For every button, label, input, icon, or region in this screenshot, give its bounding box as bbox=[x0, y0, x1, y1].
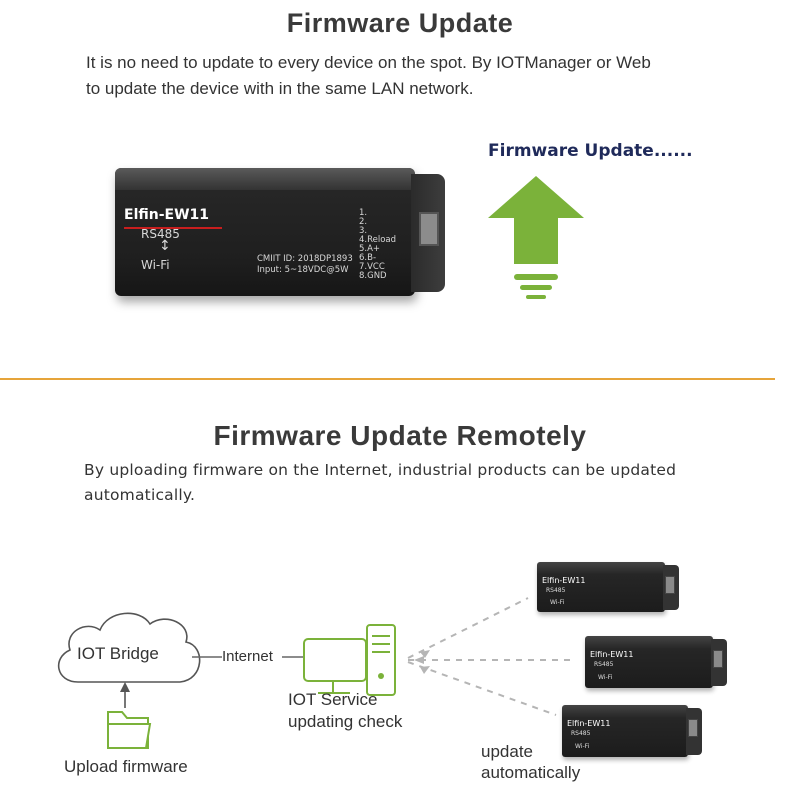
rj45-port-icon bbox=[419, 212, 439, 246]
small-device-model: Elfin-EW11 bbox=[567, 719, 611, 728]
update-diagram bbox=[57, 597, 576, 749]
device-model-label: Elfin-EW11 bbox=[124, 207, 210, 223]
automatically-label: automatically bbox=[481, 763, 581, 782]
upload-arrow-icon bbox=[488, 176, 584, 264]
cloud-icon bbox=[57, 612, 201, 683]
updating-check-label: updating check bbox=[288, 712, 403, 731]
update-label: update bbox=[481, 742, 533, 761]
small-device-port-icon bbox=[688, 719, 698, 737]
firmware-update-caption: Firmware Update...... bbox=[488, 141, 693, 161]
elfin-device-large: Elfin-EW11 RS485 ↕ Wi-Fi CMIIT ID: 2018D… bbox=[115, 168, 445, 296]
small-device-2: Elfin-EW11 RS485 Wi-Fi bbox=[585, 636, 727, 688]
device-input-rating: Input: 5~18VDC@5W bbox=[257, 265, 349, 275]
small-device-iface: RS485 bbox=[594, 661, 614, 668]
small-device-wifi: Wi-Fi bbox=[575, 743, 590, 750]
server-icon bbox=[303, 624, 396, 696]
small-device-wifi: Wi-Fi bbox=[550, 599, 565, 606]
small-device-1: Elfin-EW11 RS485 Wi-Fi bbox=[537, 562, 679, 612]
intro-line-2: to update the device with in the same LA… bbox=[86, 79, 474, 98]
small-device-iface: RS485 bbox=[571, 730, 591, 737]
iot-bridge-label: IOT Bridge bbox=[77, 644, 159, 663]
device-iface-bottom: Wi-Fi bbox=[141, 258, 170, 272]
arrow-stripe-3 bbox=[526, 295, 546, 299]
small-device-iface: RS485 bbox=[546, 587, 566, 594]
iot-service-label: IOT Service bbox=[288, 690, 378, 709]
device-pin-label: 7.VCC bbox=[359, 262, 385, 272]
device-pin-label: 5.A+ bbox=[359, 244, 381, 254]
device-iface-top: RS485 bbox=[141, 227, 180, 241]
device-pin-label: 8.GND bbox=[359, 271, 387, 281]
device-pin-label: 3. bbox=[359, 226, 368, 236]
section2-line-1: By uploading firmware on the Internet, i… bbox=[84, 461, 677, 479]
device-top-face bbox=[115, 168, 415, 190]
upload-firmware-label: Upload firmware bbox=[64, 757, 188, 776]
arrow-stripe-1 bbox=[514, 274, 558, 280]
device-pin-label: 1. bbox=[359, 208, 368, 218]
small-device-3: Elfin-EW11 RS485 Wi-Fi bbox=[562, 705, 702, 757]
small-device-port-icon bbox=[665, 576, 675, 594]
device-pin-label: 4.Reload bbox=[359, 235, 397, 245]
small-device-wifi: Wi-Fi bbox=[598, 674, 613, 681]
intro-line-1: It is no need to update to every device … bbox=[86, 53, 651, 72]
section-divider bbox=[0, 378, 775, 380]
page-title: Firmware Update bbox=[286, 8, 514, 38]
device-pin-label: 6.B- bbox=[359, 253, 377, 263]
device-updown-arrow-icon: ↕ bbox=[159, 238, 171, 254]
section2-title: Firmware Update Remotely bbox=[213, 420, 587, 451]
device-pin-label: 2. bbox=[359, 217, 368, 227]
internet-label: Internet bbox=[222, 648, 273, 665]
small-device-model: Elfin-EW11 bbox=[590, 650, 634, 659]
device-red-underline bbox=[124, 227, 222, 229]
small-device-model: Elfin-EW11 bbox=[542, 576, 586, 585]
arrow-stripe-2 bbox=[520, 285, 552, 290]
small-device-port-icon bbox=[713, 650, 723, 668]
section2-line-2: automatically. bbox=[84, 486, 196, 504]
device-cmiit-id: CMIIT ID: 2018DP1893 bbox=[257, 254, 353, 264]
folder-icon bbox=[107, 711, 152, 749]
